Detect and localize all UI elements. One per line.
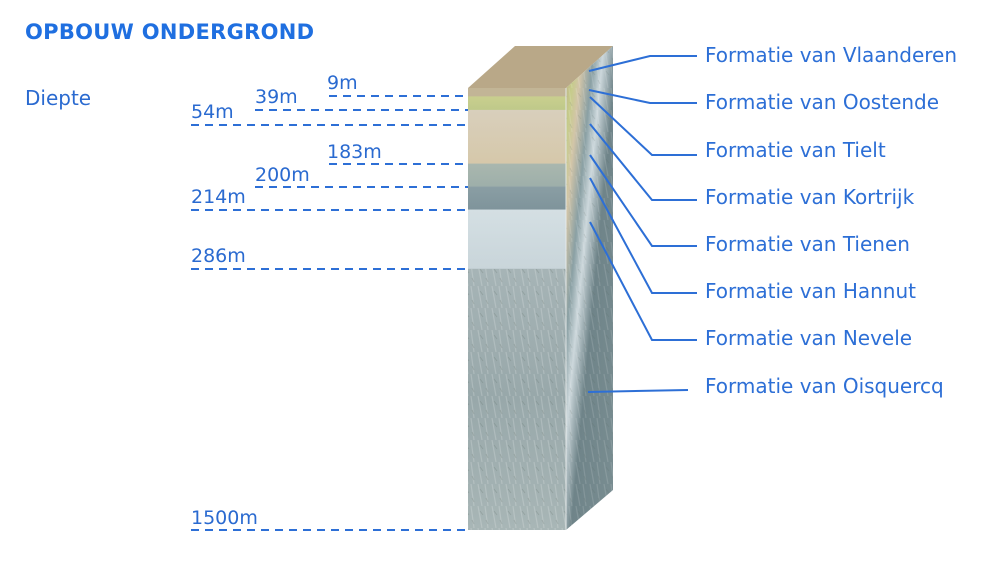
leader-vlaanderen <box>588 55 697 72</box>
formation-label-hannut: Formatie van Hannut <box>705 279 916 303</box>
depth-label-39m: 39m <box>255 86 298 108</box>
depth-label-9m: 9m <box>327 72 358 94</box>
leader-oisquercq <box>587 389 689 393</box>
soil-block <box>468 46 613 530</box>
formation-label-tielt: Formatie van Tielt <box>705 138 886 162</box>
depth-label-54m: 54m <box>191 101 234 123</box>
depth-lines <box>191 95 468 531</box>
page-title: OPBOUW ONDERGROND <box>25 20 315 44</box>
formation-label-vlaanderen: Formatie van Vlaanderen <box>705 43 958 67</box>
depth-label-286m: 286m <box>191 245 246 267</box>
block-top-face <box>468 46 613 88</box>
leader-hannut <box>589 177 697 294</box>
formation-label-tienen: Formatie van Tienen <box>705 232 910 256</box>
depth-label-200m: 200m <box>255 164 310 186</box>
depth-axis-label: Diepte <box>25 86 92 110</box>
formation-label-kortrijk: Formatie van Kortrijk <box>705 185 915 209</box>
depth-label-183m: 183m <box>327 141 382 163</box>
leader-lines <box>587 55 697 393</box>
depth-label-1500m: 1500m <box>191 507 258 529</box>
leader-tienen <box>589 154 697 247</box>
formation-label-oisquercq: Formatie van Oisquercq <box>705 374 944 398</box>
leader-nevele <box>589 221 697 341</box>
leader-kortrijk <box>589 123 697 201</box>
depth-label-214m: 214m <box>191 186 246 208</box>
formation-label-nevele: Formatie van Nevele <box>705 326 913 350</box>
leader-oostende <box>588 89 697 104</box>
formation-label-oostende: Formatie van Oostende <box>705 90 940 114</box>
leader-tielt <box>589 96 697 156</box>
